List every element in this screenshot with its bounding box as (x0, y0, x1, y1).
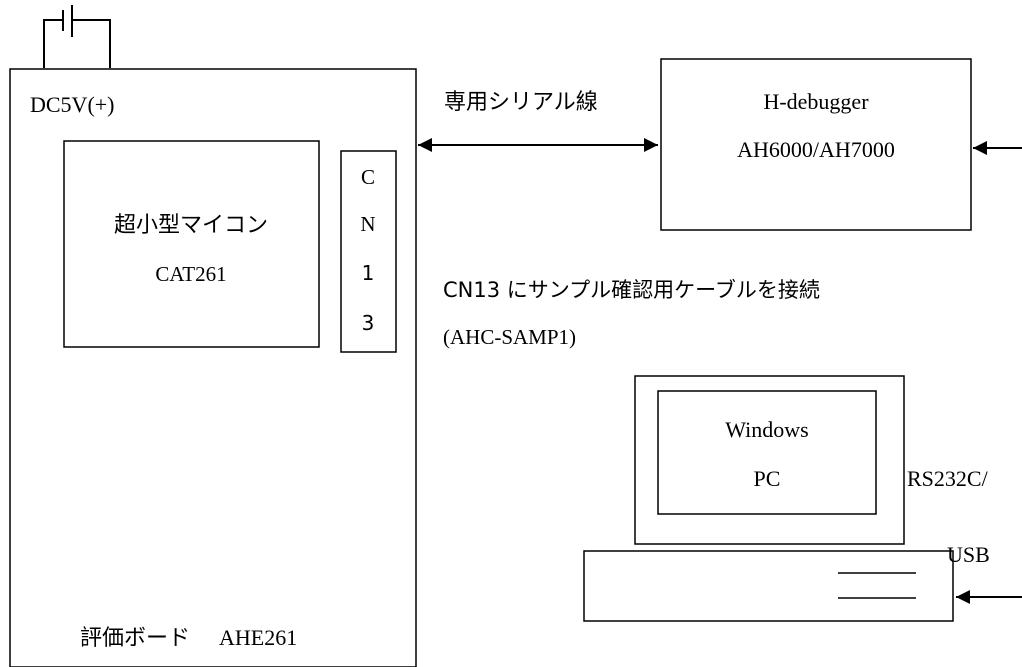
serial-cable-label: 専用シリアル線 (444, 90, 598, 115)
board-name: 評価ボード AHE261 (80, 625, 297, 651)
pc-link-label: USB (947, 542, 990, 567)
mcu-block (63, 140, 320, 348)
connector-char: 3 (362, 311, 375, 335)
pc-icon (583, 375, 954, 622)
board-name-model: AHE261 (219, 625, 297, 650)
evaluation-board (9, 68, 417, 667)
pc-label: PC (754, 466, 781, 491)
battery-icon (43, 5, 111, 68)
connector-char: 1 (362, 261, 375, 285)
power-label: DC5V(+) (30, 92, 115, 117)
debugger-model: AH6000/AH7000 (737, 137, 895, 162)
cable-note: CN13 にサンプル確認用ケーブルを接続 (443, 278, 820, 302)
pc-link-label: RS232C/ (907, 466, 989, 491)
pc-screen (657, 390, 877, 515)
mcu-model: CAT261 (155, 262, 226, 286)
pc-base (583, 550, 954, 622)
connector-char: C (361, 165, 375, 189)
pc-os: Windows (725, 417, 808, 442)
debugger-name: H-debugger (763, 89, 869, 114)
board-name-jp: 評価ボード (80, 626, 190, 651)
connector-char: N (360, 212, 375, 236)
mcu-name: 超小型マイコン (114, 213, 268, 238)
cable-model: (AHC-SAMP1) (443, 325, 576, 349)
connector-cn13 (340, 150, 397, 353)
debugger-box (660, 58, 972, 231)
pc-monitor (634, 375, 905, 545)
